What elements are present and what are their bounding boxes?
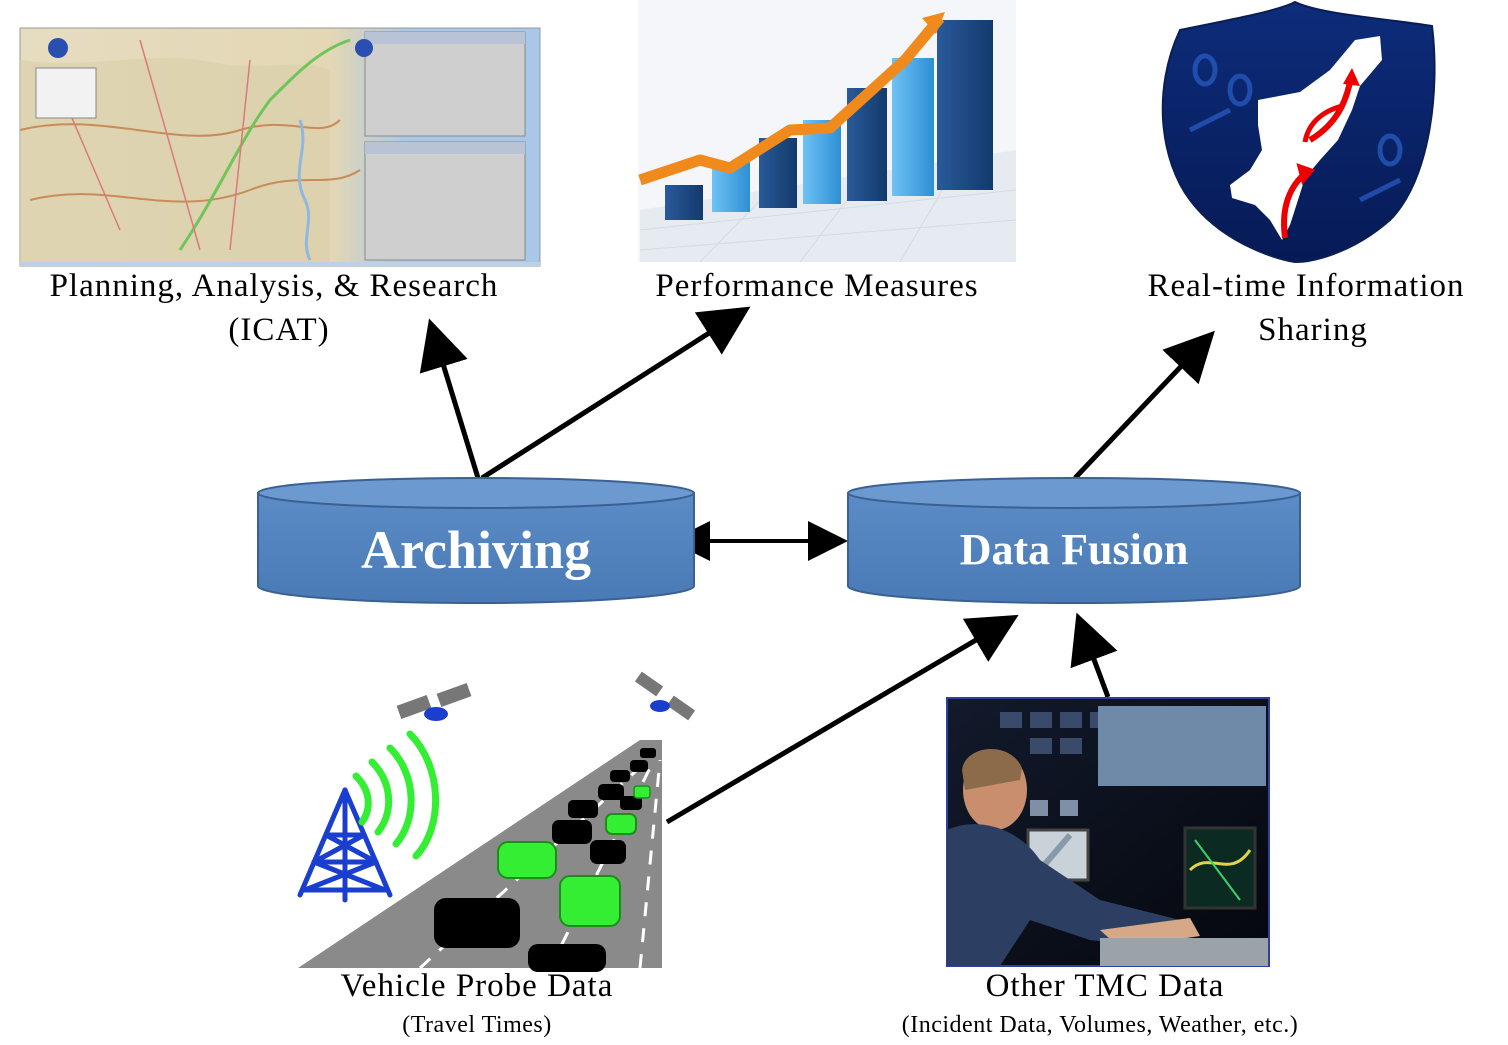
radio-waves-icon <box>352 730 440 860</box>
arrow-archiving-to-performance <box>480 306 751 481</box>
tmc-title: Other TMC Data <box>985 968 1225 1004</box>
growth-bar-chart-icon <box>638 0 1017 263</box>
satellite-icon-2 <box>634 671 696 721</box>
data-fusion-label: Data Fusion <box>960 525 1189 574</box>
radio-tower-icon <box>297 787 393 903</box>
archiving-label: Archiving <box>361 520 591 580</box>
data-fusion-cylinder: Data Fusion <box>847 477 1301 604</box>
arrow-probe-to-fusion <box>665 614 1019 825</box>
planning-title: Planning, Analysis, & Research <box>49 268 499 304</box>
realtime-title: Real-time Information <box>1147 268 1465 304</box>
satellite-icon <box>396 682 472 721</box>
tmc-subtitle: (Incident Data, Volumes, Weather, etc.) <box>901 1012 1299 1038</box>
probe-subtitle: (Travel Times) <box>402 1012 552 1038</box>
arrow-fusion-to-realtime <box>1073 330 1215 480</box>
archiving-cylinder: Archiving <box>257 477 695 604</box>
arrow-archiving-to-planning <box>419 318 481 479</box>
probe-title: Vehicle Probe Data <box>340 968 614 1004</box>
performance-title: Performance Measures <box>655 268 979 304</box>
realtime-subtitle: Sharing <box>1258 312 1368 348</box>
map-screenshot-icon <box>19 27 541 267</box>
arrow-tmc-to-fusion <box>1070 612 1118 698</box>
planning-subtitle: (ICAT) <box>228 312 330 348</box>
probe-vehicles-road-icon <box>298 740 662 972</box>
tmc-operator-photo-icon <box>946 697 1270 967</box>
east-coast-shield-icon <box>1161 0 1436 264</box>
